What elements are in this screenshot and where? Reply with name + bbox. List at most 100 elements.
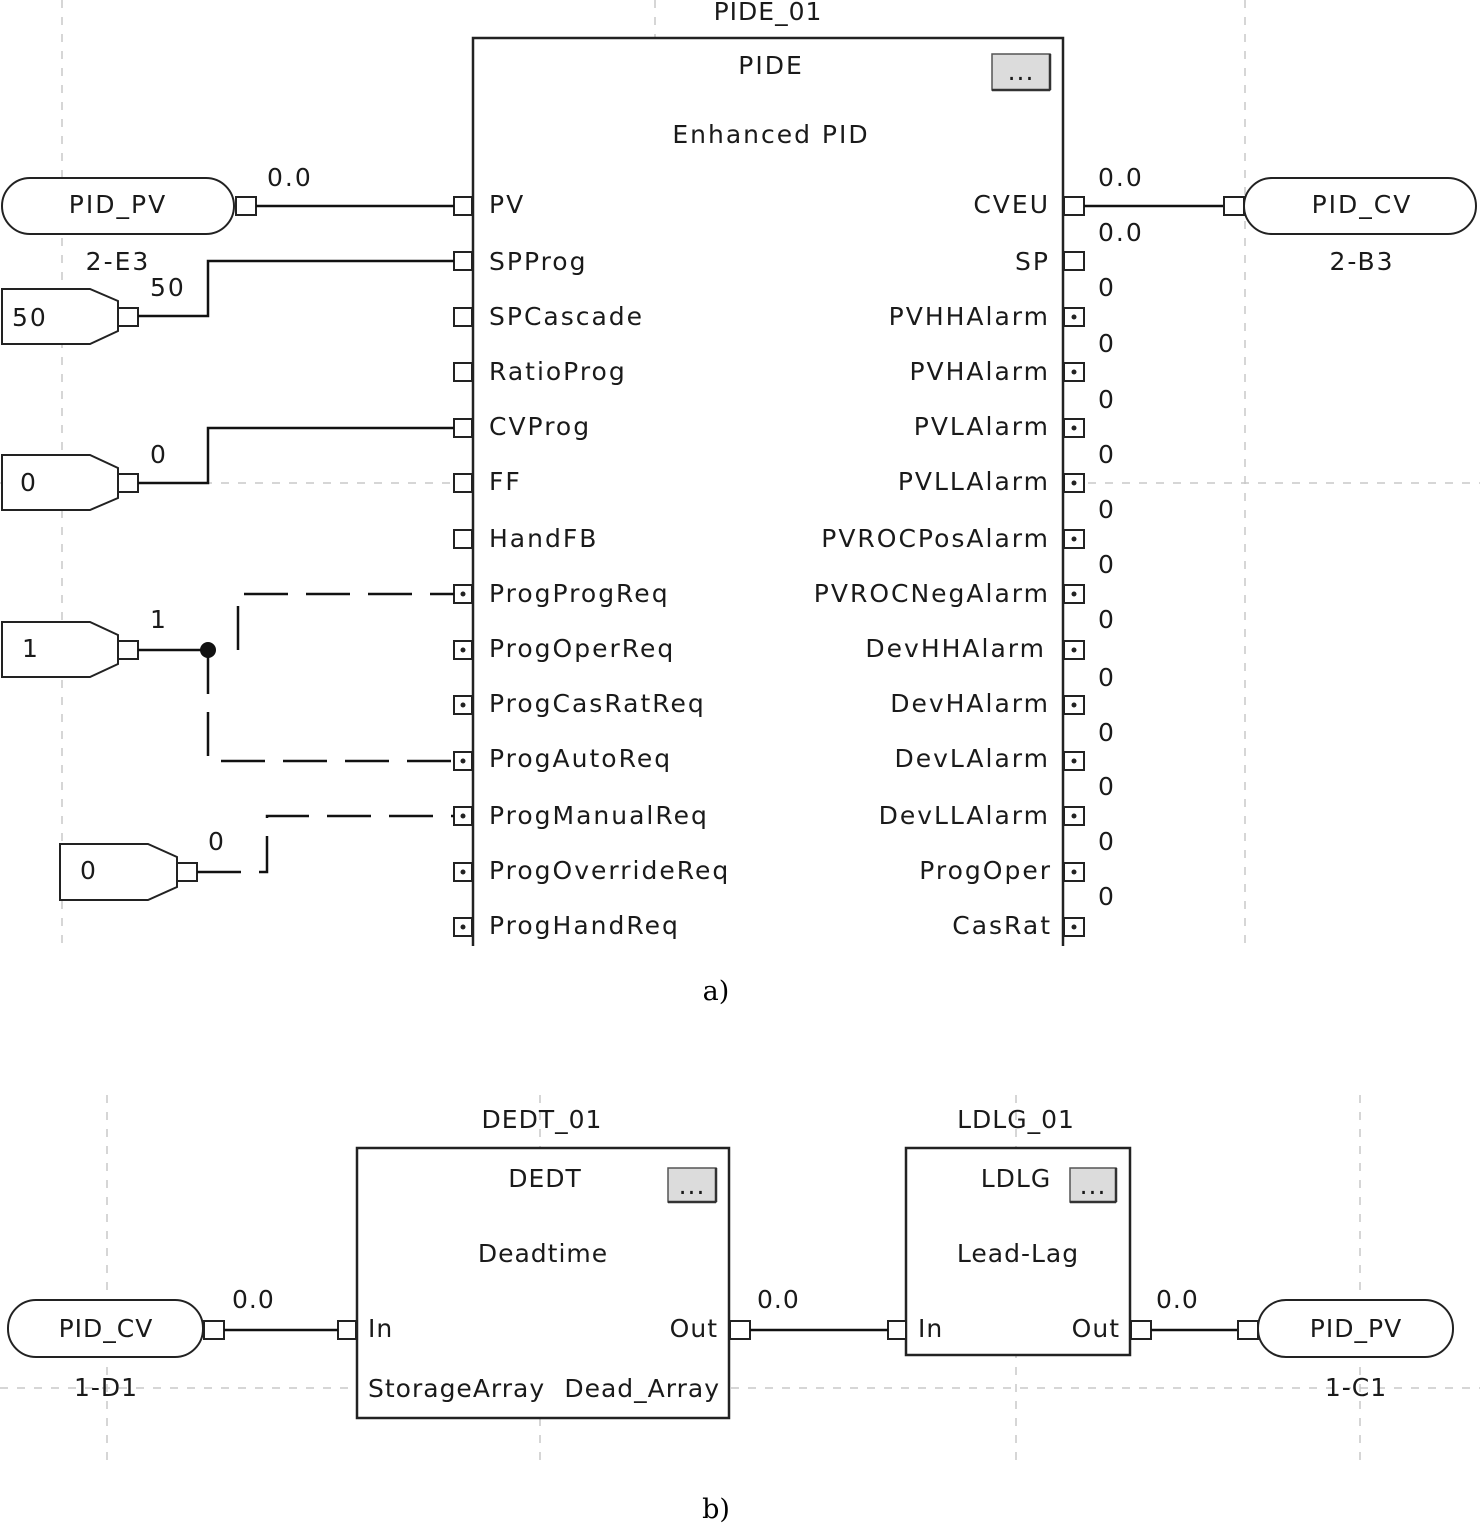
pin-ratioprog[interactable] <box>453 362 473 382</box>
svg-text:...: ... <box>679 1171 706 1200</box>
ldlg-output-label: Out <box>1072 1314 1120 1343</box>
pin-cveu[interactable] <box>1063 196 1085 216</box>
pide-input-label: FF <box>489 467 522 496</box>
pide-input-label: ProgOperReq <box>489 634 675 663</box>
wire-progautoreq <box>206 650 454 763</box>
svg-text:...: ... <box>1080 1171 1107 1200</box>
pide-input-label: ProgAutoReq <box>489 744 672 773</box>
pide-outputs: CVEU 0.0 SP 0.0 PVHHAlarm 0 PVHAlarm 0 P… <box>814 163 1144 940</box>
pide-input-label: ProgManualReq <box>489 801 709 830</box>
pin-ldlg-out[interactable] <box>1130 1320 1152 1340</box>
dedt-block[interactable] <box>355 1146 731 1420</box>
pide-instance-name: PIDE_01 <box>714 0 823 26</box>
pide-output-label: DevLAlarm <box>895 744 1051 773</box>
dedt-description: Deadtime <box>478 1239 608 1268</box>
pide-output-value: 0 <box>1098 550 1116 579</box>
svg-text:PID_CV: PID_CV <box>1312 190 1413 219</box>
tag-pid-pv-input-ref[interactable]: PID_PV <box>1 177 235 235</box>
pin-const-out[interactable] <box>176 862 198 882</box>
pin-spprog[interactable] <box>453 251 473 271</box>
pide-input-label: ProgHandReq <box>489 911 680 940</box>
pide-input-label: HandFB <box>489 524 598 553</box>
caption-a: a) <box>703 976 730 1007</box>
pin-const-out[interactable] <box>117 640 139 660</box>
pin-cvprog[interactable] <box>453 418 473 438</box>
pide-type: PIDE <box>738 51 804 80</box>
pin-spcascade[interactable] <box>453 307 473 327</box>
pin-tag-out[interactable] <box>235 196 257 216</box>
wire-value: 0.0 <box>1156 1285 1199 1314</box>
pin-tag-in[interactable] <box>1237 1320 1259 1340</box>
wire-value: 0 <box>208 827 226 856</box>
grid-b <box>0 1095 1480 1460</box>
tag-pid-cv-output-ref[interactable]: PID_CV <box>1243 177 1477 235</box>
pide-output-label: DevLLAlarm <box>879 801 1050 830</box>
pide-block[interactable] <box>471 36 1065 960</box>
pin-const-out[interactable] <box>117 473 139 493</box>
dedt-output-label: Out <box>670 1314 718 1343</box>
pide-output-label: CVEU <box>973 190 1050 219</box>
pide-output-label: PVROCNegAlarm <box>814 579 1050 608</box>
pide-output-label: ProgOper <box>919 856 1052 885</box>
dedt-input-label: In <box>368 1314 393 1343</box>
pide-output-value: 0.0 <box>1098 163 1144 192</box>
crop-mask <box>0 946 1480 976</box>
pin-dedt-in[interactable] <box>337 1320 357 1340</box>
pide-inputs: PV SPProg SPCascade RatioProg CVProg FF … <box>453 190 730 940</box>
svg-text:1: 1 <box>22 634 40 663</box>
pide-output-label: PVROCPosAlarm <box>821 524 1050 553</box>
constant-0-cvprog[interactable]: 0 <box>1 454 119 511</box>
constant-1[interactable]: 1 <box>1 621 119 678</box>
dedt-instance-name: DEDT_01 <box>482 1105 603 1134</box>
pin-pv[interactable] <box>453 196 473 216</box>
pide-input-label: CVProg <box>489 412 591 441</box>
constant-0-manual[interactable]: 0 <box>59 843 178 901</box>
pide-output-label: SP <box>1015 247 1050 276</box>
pide-output-label: PVLLAlarm <box>898 467 1050 496</box>
dedt-storage-label: StorageArray <box>368 1374 545 1403</box>
pin-tag-out[interactable] <box>203 1320 225 1340</box>
pide-input-label: ProgOverrideReq <box>489 856 730 885</box>
pin-handfb[interactable] <box>453 529 473 549</box>
pide-properties-button[interactable]: ... <box>991 53 1052 92</box>
pide-input-label: PV <box>489 190 525 219</box>
tag-location: 1-D1 <box>74 1373 138 1402</box>
pide-output-value: 0.0 <box>1098 218 1144 247</box>
wire-progprogreq <box>236 592 454 650</box>
pide-output-value: 0 <box>1098 440 1116 469</box>
pin-ldlg-in[interactable] <box>887 1320 907 1340</box>
pide-output-value: 0 <box>1098 273 1116 302</box>
pide-output-label: DevHAlarm <box>890 689 1050 718</box>
pide-output-label: PVHAlarm <box>909 357 1050 386</box>
pide-description: Enhanced PID <box>672 120 869 149</box>
ldlg-input-label: In <box>918 1314 943 1343</box>
pin-const-out[interactable] <box>117 307 139 327</box>
tag-pid-pv-output-ref[interactable]: PID_PV <box>1257 1299 1454 1358</box>
pide-output-value: 0 <box>1098 663 1116 692</box>
pide-output-value: 0 <box>1098 329 1116 358</box>
tag-pid-cv-input-ref[interactable]: PID_CV <box>7 1299 204 1358</box>
pin-ff[interactable] <box>453 473 473 493</box>
wire-value: 0.0 <box>232 1285 275 1314</box>
pide-output-value: 0 <box>1098 718 1116 747</box>
ldlg-instance-name: LDLG_01 <box>957 1105 1075 1134</box>
wire-spprog <box>138 259 454 318</box>
ldlg-properties-button[interactable]: ... <box>1069 1167 1118 1204</box>
pide-output-value: 0 <box>1098 882 1116 911</box>
tag-location: 2-B3 <box>1329 247 1394 276</box>
pin-tag-in[interactable] <box>1223 196 1245 216</box>
pide-input-label: SPCascade <box>489 302 644 331</box>
pide-output-label: PVLAlarm <box>914 412 1050 441</box>
dedt-properties-button[interactable]: ... <box>667 1167 718 1204</box>
pide-output-value: 0 <box>1098 495 1116 524</box>
wire-value: 50 <box>150 273 186 302</box>
ldlg-description: Lead-Lag <box>957 1239 1079 1268</box>
svg-text:50: 50 <box>12 303 48 332</box>
constant-50[interactable]: 50 <box>1 288 119 345</box>
pide-output-value: 0 <box>1098 605 1116 634</box>
pin-sp[interactable] <box>1063 251 1085 271</box>
pide-output-label: DevHHAlarm <box>865 634 1046 663</box>
pin-dedt-out[interactable] <box>729 1320 751 1340</box>
